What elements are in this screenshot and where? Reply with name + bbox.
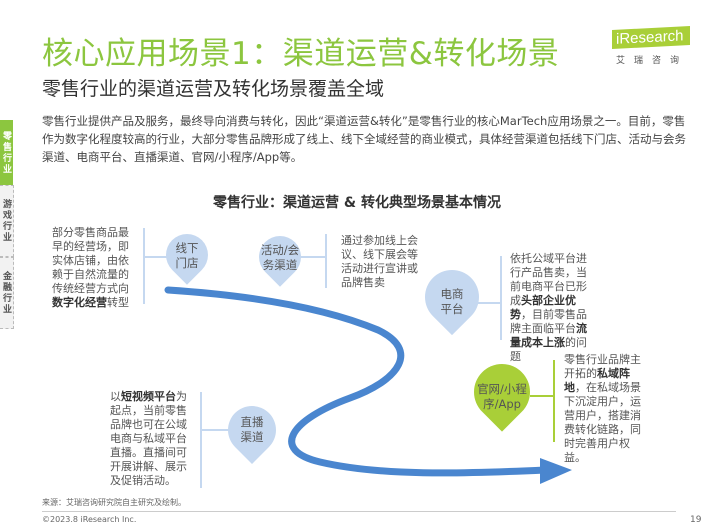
iresearch-logo: iResearch 艾瑞咨询 [612,25,690,66]
tab-retail[interactable]: 零售行业 [0,120,13,185]
pin-ecommerce-label: 电商平台 [440,287,464,316]
tab-gaming[interactable]: 游戏行业 [0,185,14,257]
pin-events-label: 活动/会务渠道 [260,243,300,272]
pin-store-label: 线下门店 [175,241,199,270]
store-desc: 部分零售商品最早的经营场，即实体店铺，由依赖于自然流量的传统经营方式向数字化经营… [52,226,129,309]
logo-cn: 艾瑞咨询 [616,56,689,66]
ecommerce-desc: 依托公域平台进行产品售卖，当前电商平台已形成头部企业优势，目前零售品牌主面临平台… [510,252,587,363]
source-note: 来源：艾瑞咨询研究院自主研究及绘制。 [42,498,186,507]
events-desc: 通过参加线上会议、线下展会等活动进行宣讲或品牌售卖 [341,234,418,289]
pin-website-app-label: 官网/小程序/App [477,382,527,411]
side-tabs: 零售行业 游戏行业 金融行业 [0,120,21,329]
page-subtitle: 零售行业的渠道运营及转化场景覆盖全域 [42,78,385,100]
arrow-head [540,458,572,484]
tab-finance[interactable]: 金融行业 [0,257,14,329]
diagram-title: 零售行业：渠道运营 & 转化典型场景基本情况 [213,195,501,211]
page-title: 核心应用场景1：渠道运营&转化场景 [42,36,560,72]
page-number: 19 [690,515,702,525]
website-app-desc: 零售行业品牌主开拓的私域阵地，在私域场景下沉淀用户，运营用户，搭建消费转化链路，… [564,353,641,464]
intro-paragraph: 零售行业提供产品及服务，最终导向消费与转化，因此“渠道运营&转化”是零售行业的核… [42,114,686,164]
footer-divider [42,511,676,512]
flow-path [164,286,549,477]
livestream-desc: 以短视频平台为起点，当前零售品牌也可在公域电商与私域平台直播。直播间可开展讲解、… [110,390,187,487]
copyright: ©2023.8 iResearch Inc. [42,515,137,524]
pin-livestream-label: 直播渠道 [240,415,264,444]
